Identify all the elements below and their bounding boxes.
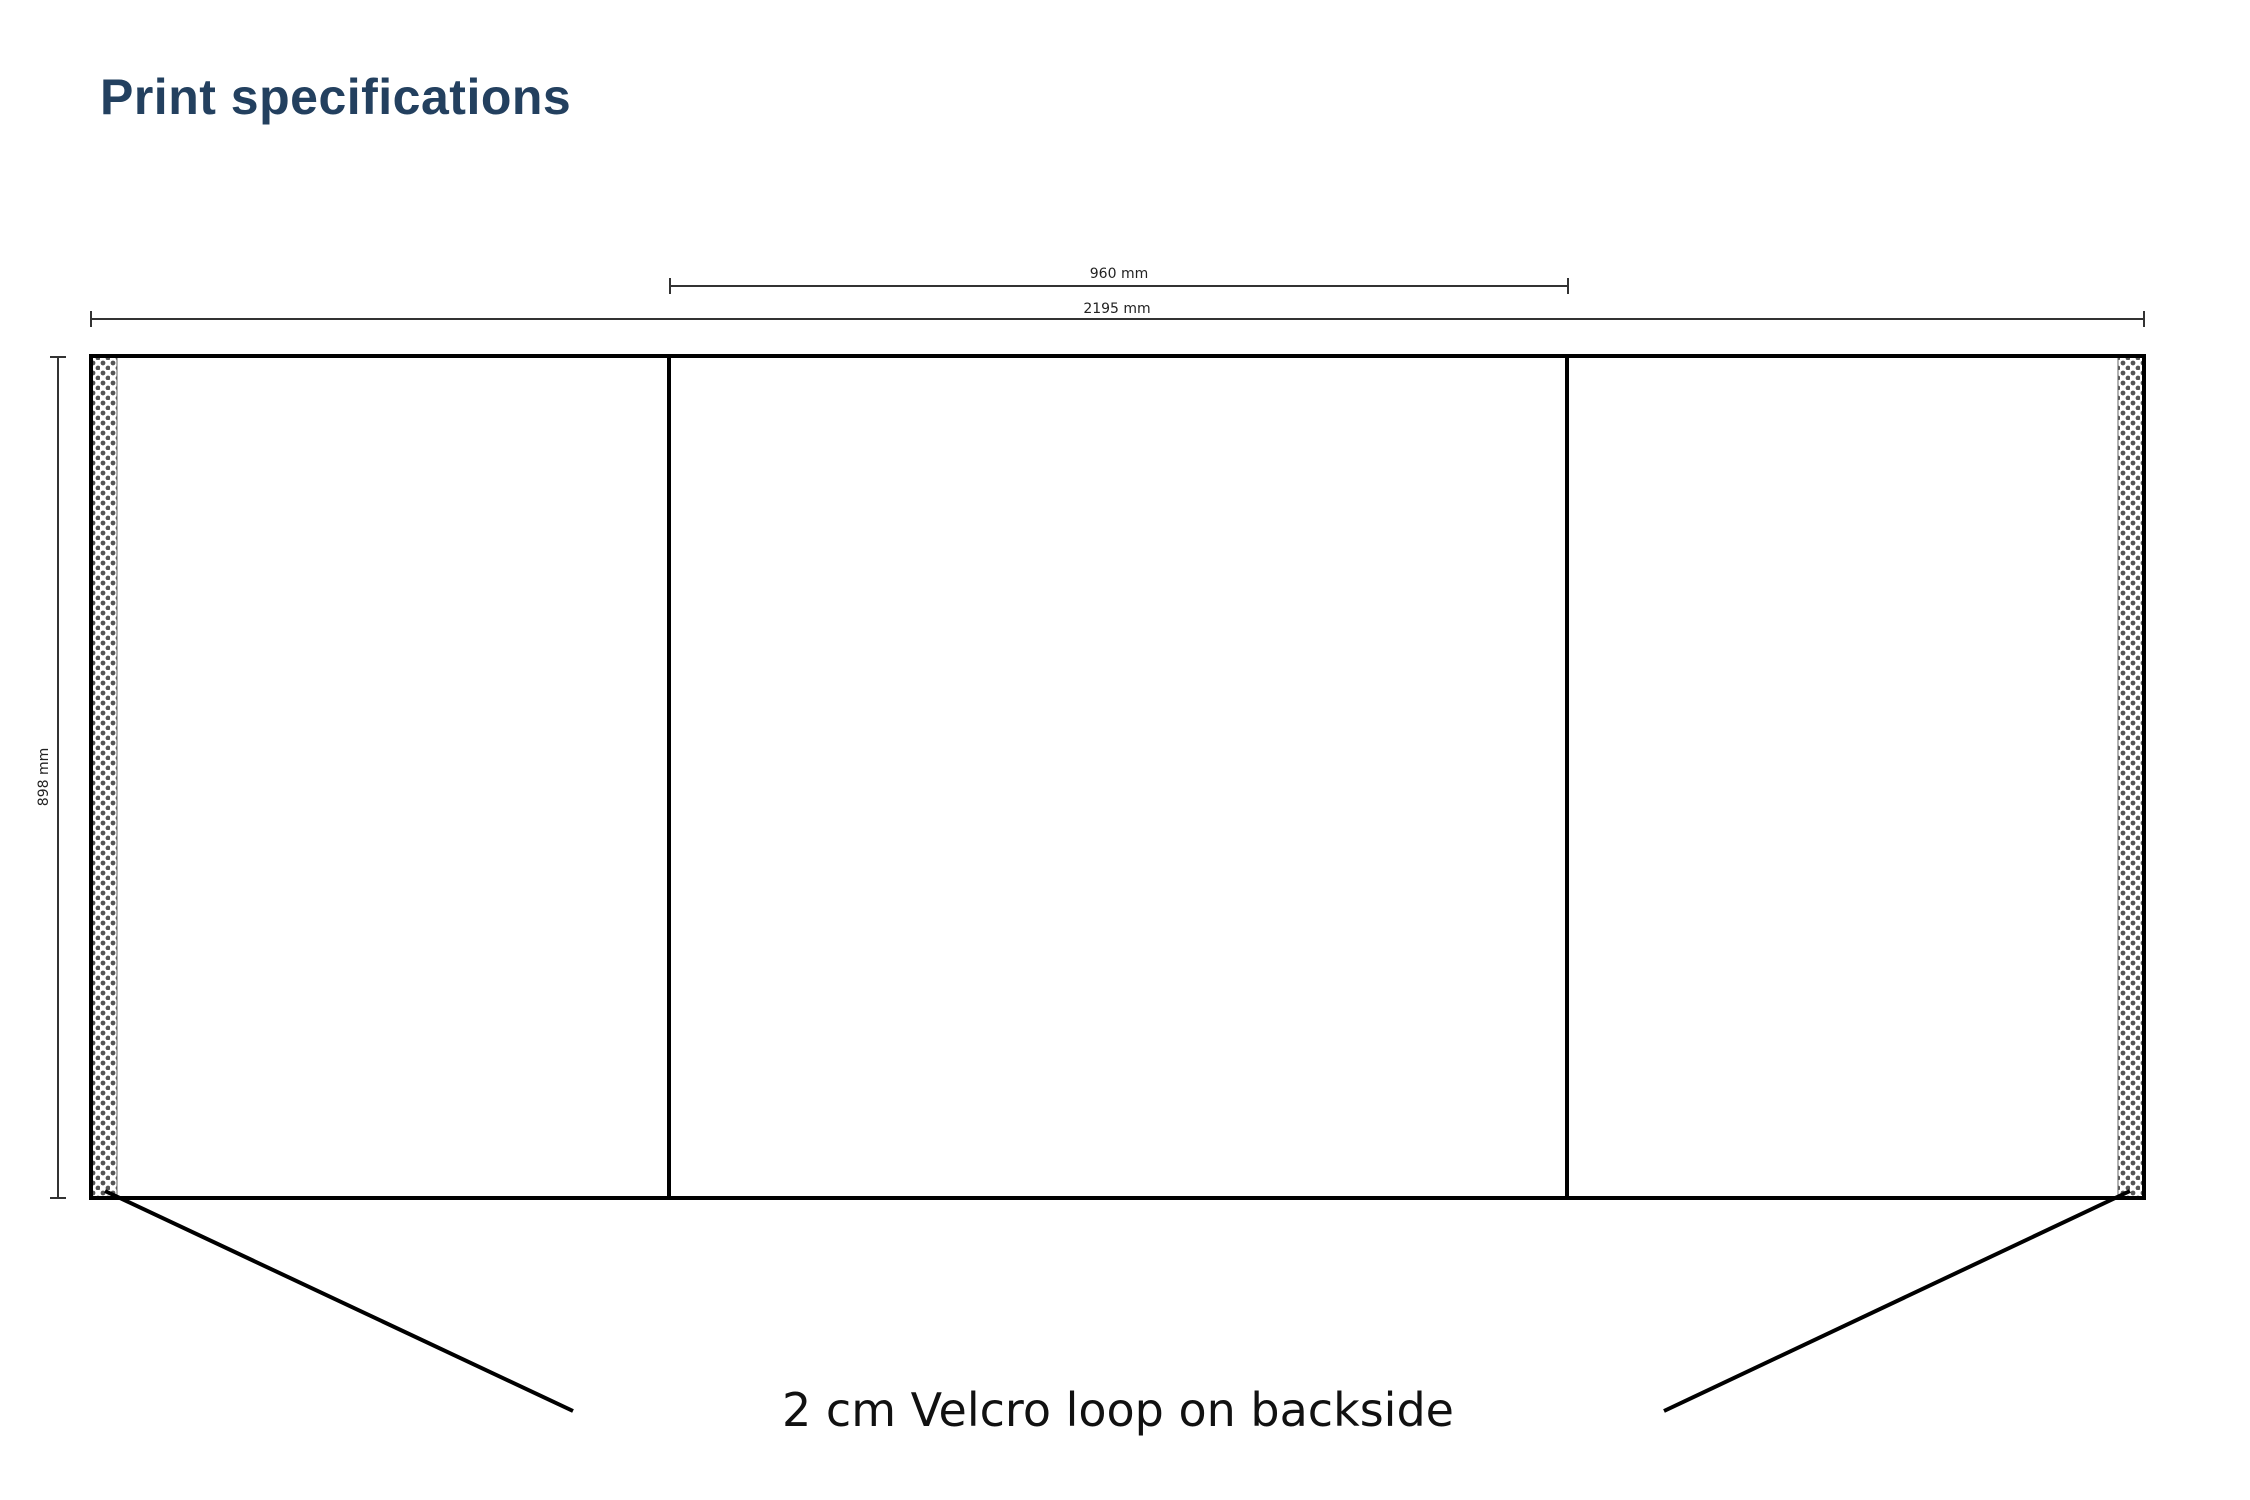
- banner-outline: [89, 354, 2146, 1200]
- leader-line-right: [1663, 1189, 2131, 1413]
- center-width-dimension: 960 mm: [669, 266, 1569, 294]
- height-dimension: 898 mm: [36, 356, 66, 1199]
- total-width-dimension: 2195 mm: [90, 301, 2145, 327]
- center-width-label: 960 mm: [1090, 266, 1148, 282]
- page-title: Print specifications: [100, 69, 572, 125]
- leader-line-left: [104, 1189, 574, 1413]
- velcro-strip-right: [2117, 356, 2144, 1198]
- velcro-strip-left: [91, 356, 118, 1198]
- total-width-label: 2195 mm: [1083, 301, 1150, 317]
- velcro-caption: 2 cm Velcro loop on backside: [782, 1383, 1454, 1437]
- height-label: 898 mm: [36, 748, 52, 806]
